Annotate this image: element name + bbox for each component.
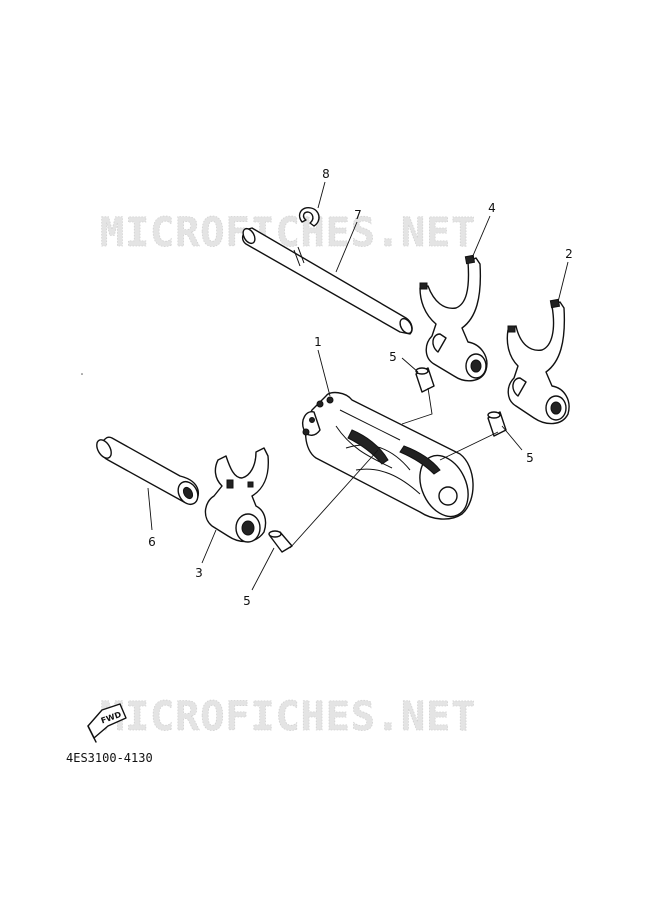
callout-2-label: 2 <box>565 247 573 261</box>
shift-fork-shaft-part <box>241 227 413 335</box>
callout-5a-label: 5 <box>389 350 397 364</box>
guide-bar-c-part <box>268 530 293 553</box>
callout-4-label: 4 <box>488 201 496 215</box>
callout-8-label: 8 <box>322 167 330 181</box>
guide-bar-b-part <box>487 411 507 437</box>
collar-part <box>96 436 199 506</box>
watermark-top: MICROFICHES.NET <box>100 210 476 256</box>
watermark-bottom: MICROFICHES.NET <box>100 694 476 740</box>
callout-1-label: 1 <box>314 335 322 349</box>
diagram-code: 4ES3100-4130 <box>66 751 153 765</box>
circlip-part <box>298 207 320 227</box>
shift-fork-3-part <box>204 447 269 543</box>
stray-dot <box>81 373 83 375</box>
callout-7-label: 7 <box>354 208 362 222</box>
leader-lines <box>147 181 569 591</box>
callout-6-label: 6 <box>148 535 156 549</box>
callout-3-label: 3 <box>195 566 203 580</box>
guide-bar-pins <box>268 367 507 553</box>
shift-fork-2-part <box>506 298 570 425</box>
guide-bar-a-part <box>415 367 435 393</box>
shift-fork-4-part <box>419 254 488 382</box>
callout-5b-label: 5 <box>526 451 534 465</box>
fwd-arrow-icon: FWD <box>87 703 127 743</box>
callout-5c-label: 5 <box>243 594 251 608</box>
shift-cam-part <box>302 391 474 520</box>
